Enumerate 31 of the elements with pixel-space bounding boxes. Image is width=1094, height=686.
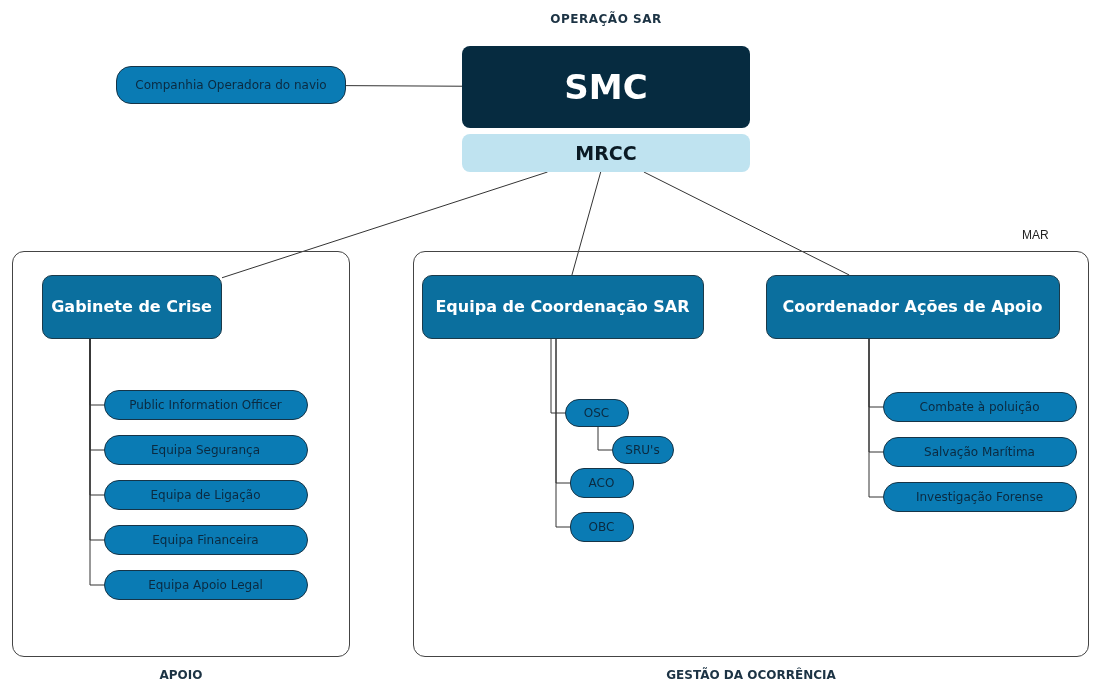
unit-pill: Investigação Forense bbox=[882, 481, 1077, 512]
group-heading: APOIO bbox=[158, 668, 204, 682]
team-box: Equipa de Coordenação SAR bbox=[421, 274, 704, 339]
unit-pill: Equipa Apoio Legal bbox=[103, 569, 308, 600]
unit-pill: Equipa Segurança bbox=[103, 434, 308, 465]
area-label: MAR bbox=[1022, 228, 1049, 242]
connector-line bbox=[550, 338, 566, 414]
unit-pill: Equipa Financeira bbox=[103, 524, 308, 555]
team-box: Coordenador Ações de Apoio bbox=[765, 274, 1060, 339]
connector-line bbox=[643, 171, 850, 276]
diagram-title: OPERAÇÃO SAR bbox=[549, 12, 663, 26]
center-bar: MRCC bbox=[462, 134, 750, 172]
connector-line bbox=[555, 338, 571, 528]
unit-pill: Equipa de Ligação bbox=[103, 479, 308, 510]
unit-pill: Companhia Operadora do navio bbox=[116, 66, 346, 104]
unit-pill: ACO bbox=[569, 467, 634, 498]
unit-pill: Salvação Marítima bbox=[882, 436, 1077, 467]
unit-pill: OBC bbox=[569, 511, 634, 542]
connector-line bbox=[868, 338, 884, 498]
unit-pill: OSC bbox=[564, 398, 629, 427]
connector-line bbox=[89, 338, 105, 586]
connector-line bbox=[345, 85, 463, 87]
team-box: Gabinete de Crise bbox=[41, 274, 222, 339]
controller-box: SMC bbox=[462, 46, 750, 128]
unit-pill: Combate à poluição bbox=[882, 391, 1077, 422]
unit-pill: Public Information Officer bbox=[103, 389, 308, 420]
connector-line bbox=[571, 171, 602, 276]
unit-pill: SRU's bbox=[611, 435, 674, 464]
connector-line bbox=[597, 426, 613, 451]
connector-line bbox=[221, 171, 548, 279]
group-heading: GESTÃO DA OCORRÊNCIA bbox=[665, 668, 837, 682]
